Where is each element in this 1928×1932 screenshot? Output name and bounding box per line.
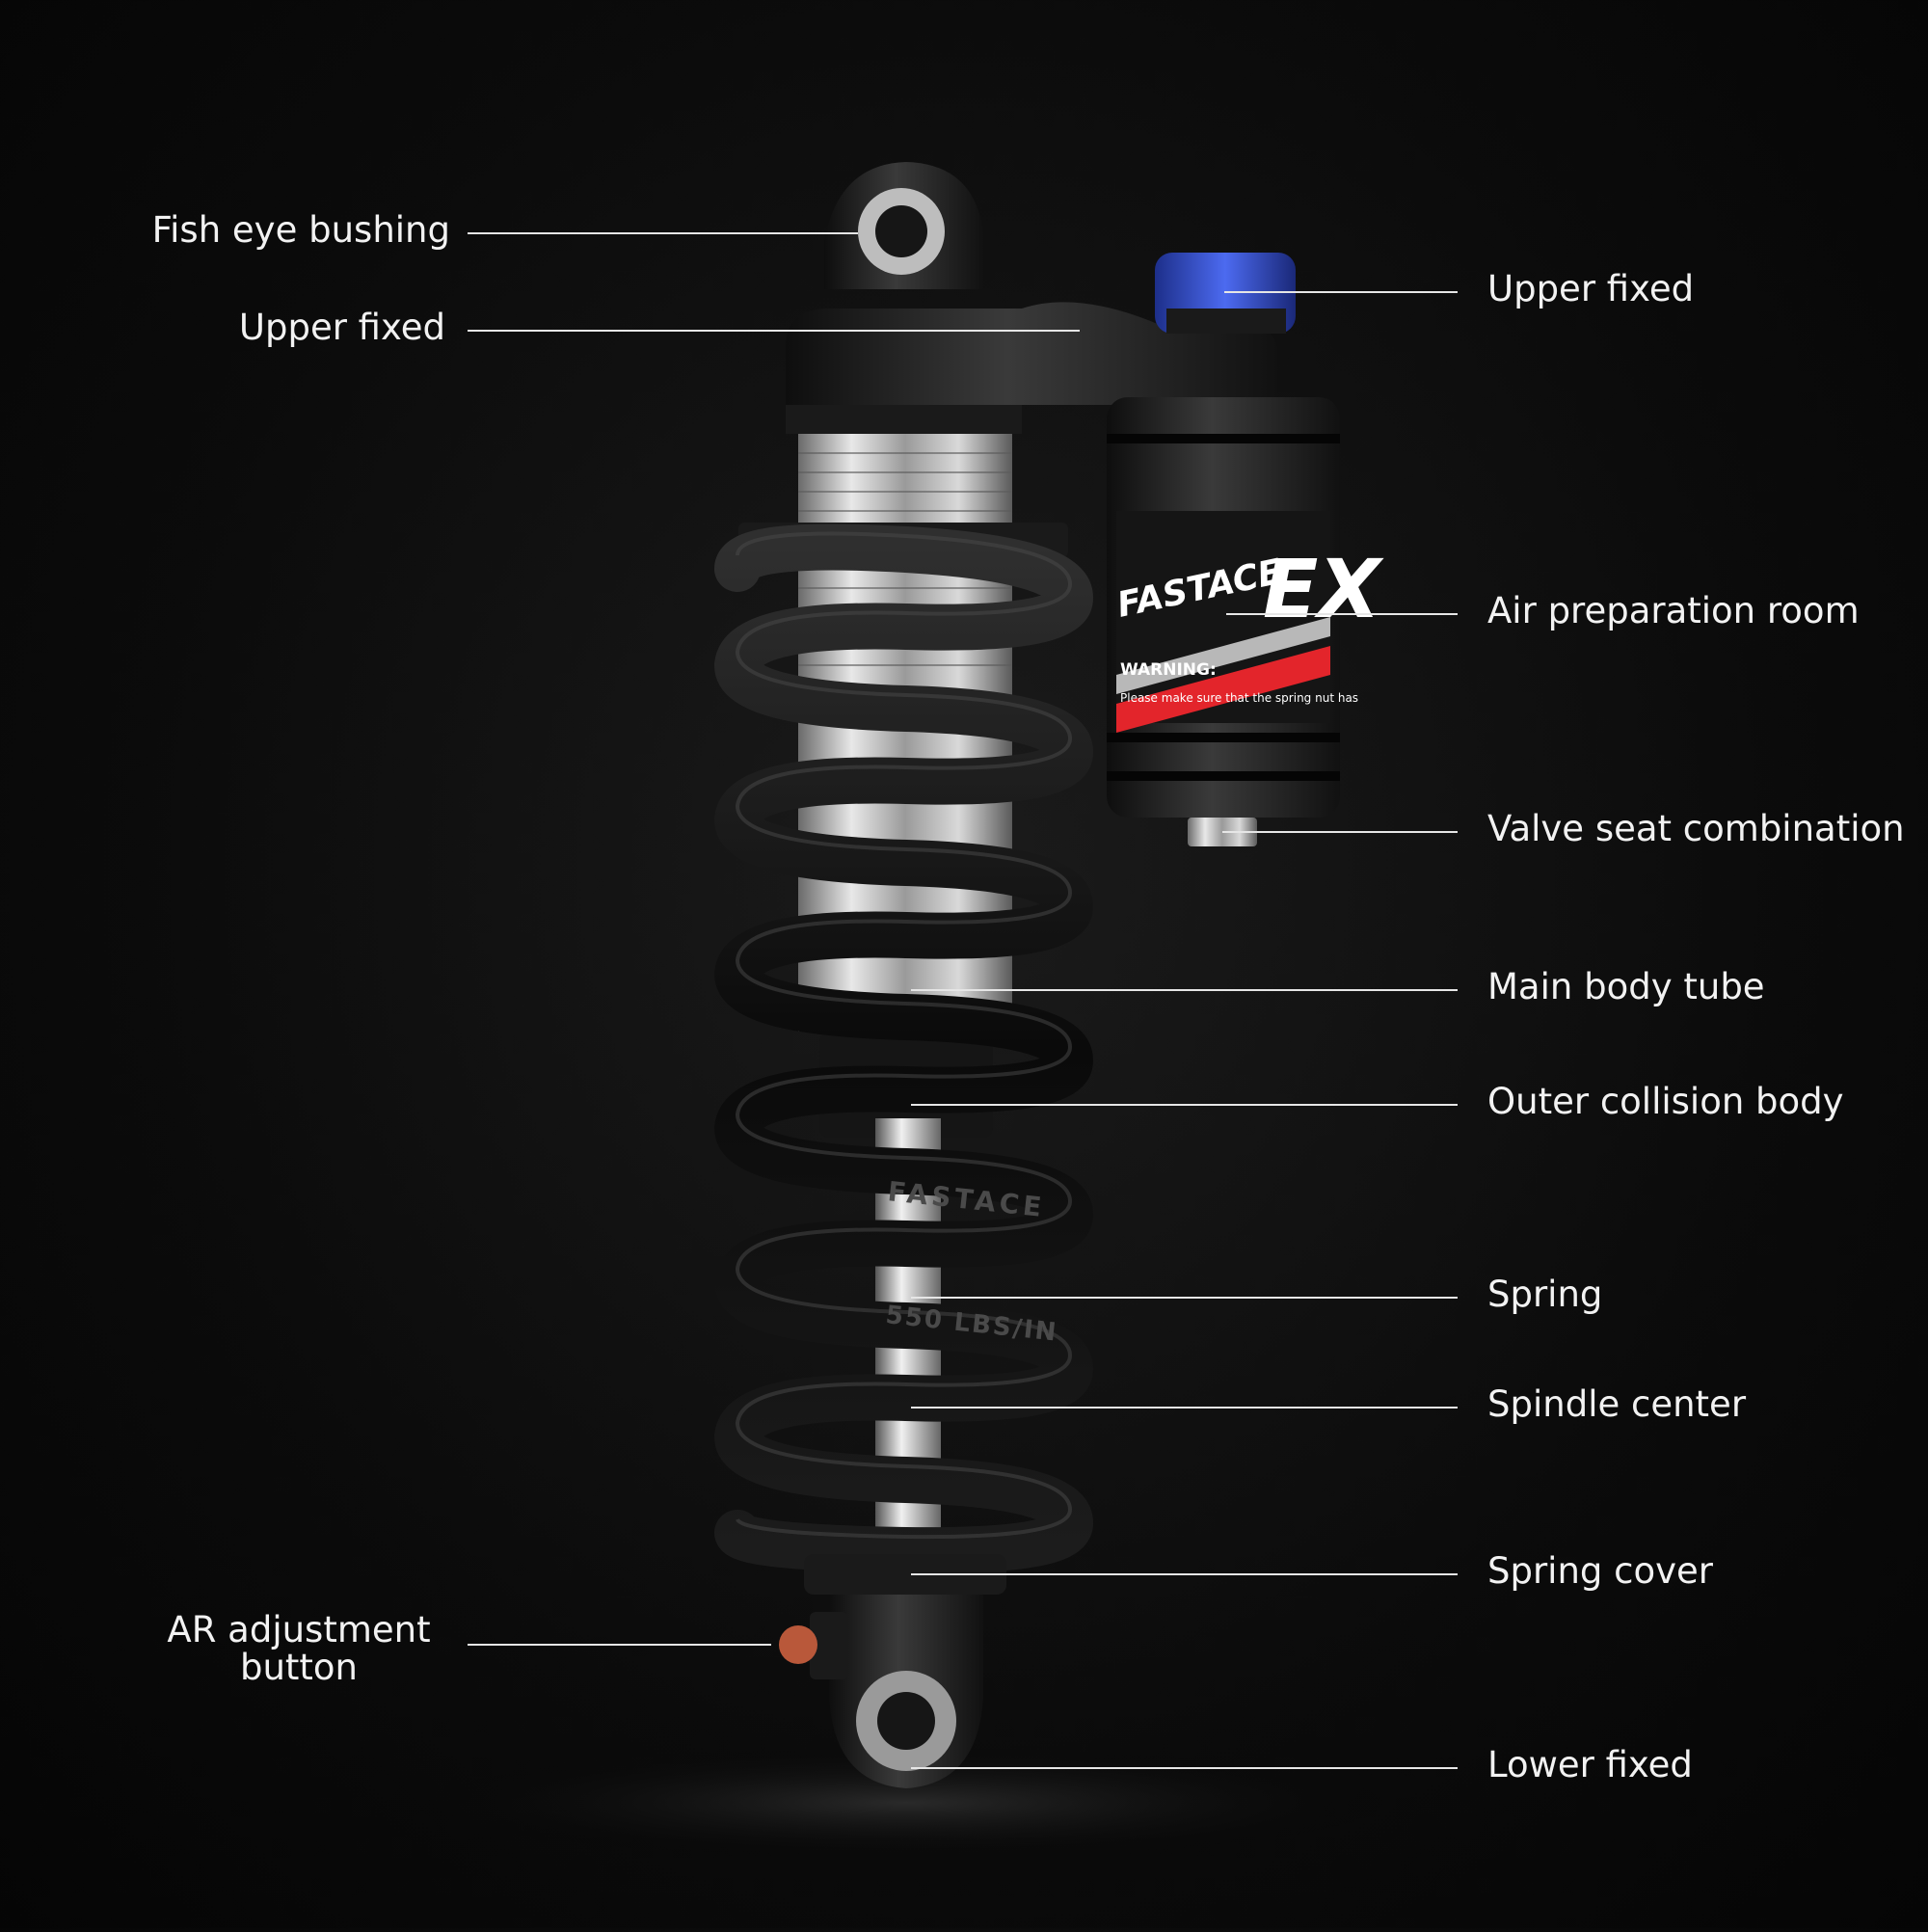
- label-valve-seat-combination: Valve seat combination: [1487, 808, 1905, 849]
- label-spring-cover: Spring cover: [1487, 1550, 1714, 1592]
- ar-button-mount: [810, 1612, 848, 1679]
- fish-eye-bushing-inner: [875, 205, 927, 257]
- label-ar-adjustment-button: AR adjustment button: [145, 1609, 453, 1688]
- floor-shadow: [405, 1745, 1407, 1861]
- spring-cover: [804, 1554, 1006, 1595]
- label-main-body-tube: Main body tube: [1487, 966, 1765, 1007]
- spring-coils: [713, 523, 1094, 1574]
- label-upper-fixed-left: Upper fixed: [238, 307, 445, 348]
- label-ar-adjustment-line2: button: [239, 1646, 359, 1688]
- decal-stripe-red: [1116, 646, 1330, 733]
- label-air-preparation-room: Air preparation room: [1487, 590, 1860, 631]
- label-outer-collision-body: Outer collision body: [1487, 1081, 1844, 1122]
- brand-model: EX: [1263, 542, 1384, 636]
- reservoir-ring-3: [1107, 771, 1340, 781]
- label-fish-eye-bushing: Fish eye bushing: [151, 209, 450, 251]
- label-lower-fixed: Lower fixed: [1487, 1744, 1693, 1785]
- label-upper-fixed-right: Upper fixed: [1487, 268, 1695, 309]
- reservoir-ring-1: [1107, 434, 1340, 443]
- upper-cap: [786, 405, 1022, 434]
- label-spindle-center: Spindle center: [1487, 1383, 1747, 1425]
- reservoir-ring-2: [1107, 733, 1340, 742]
- decal-warning-body: Please make sure that the spring nut has: [1120, 691, 1358, 705]
- label-spring: Spring: [1487, 1274, 1603, 1315]
- lower-bushing-inner: [877, 1692, 935, 1750]
- ar-adjustment-button: [779, 1625, 817, 1664]
- blue-knob-base: [1166, 309, 1286, 334]
- leader-lines: [468, 232, 1458, 1769]
- decal-warning: WARNING:: [1120, 660, 1217, 680]
- label-ar-adjustment-line1: AR adjustment: [167, 1609, 431, 1650]
- decal-stripe-gray: [1116, 617, 1330, 694]
